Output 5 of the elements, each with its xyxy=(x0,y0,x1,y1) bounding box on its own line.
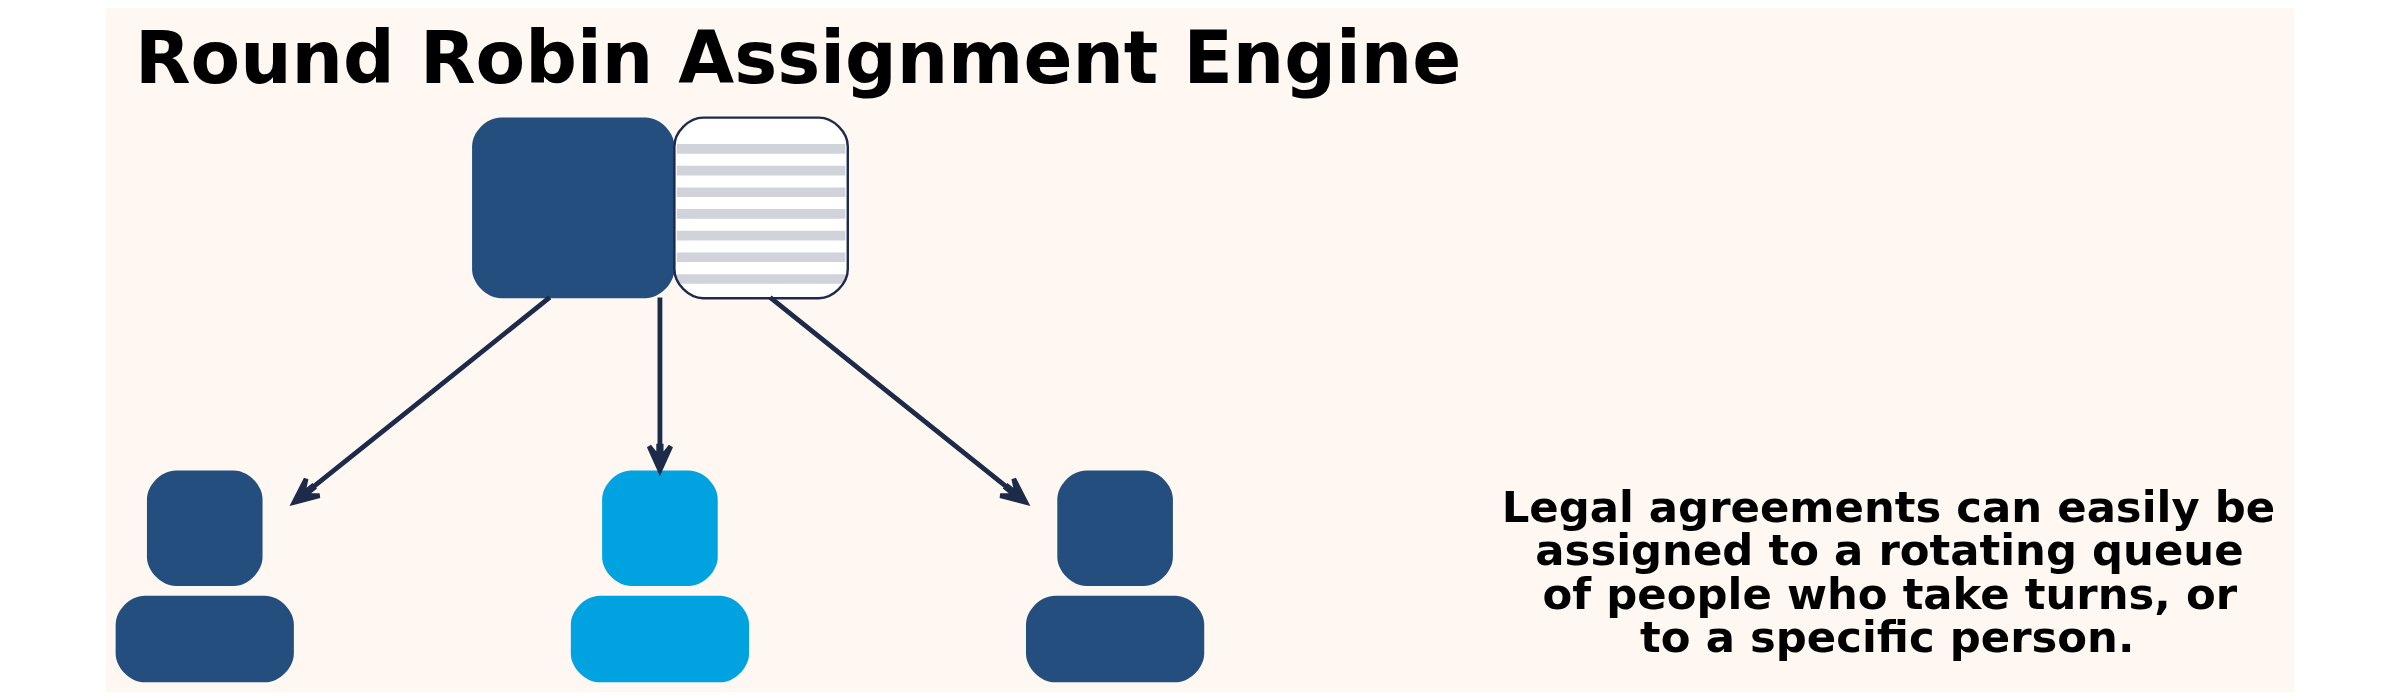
arrow xyxy=(646,297,674,473)
label: Legal agreements can easily be assigned to a rotating queue of people who take turns, or to a specific person. xyxy=(1501,481,2276,663)
arrow xyxy=(768,295,1029,505)
arrow xyxy=(291,295,552,505)
diagram-title: Round Robin Assignment Engine xyxy=(134,15,1462,100)
